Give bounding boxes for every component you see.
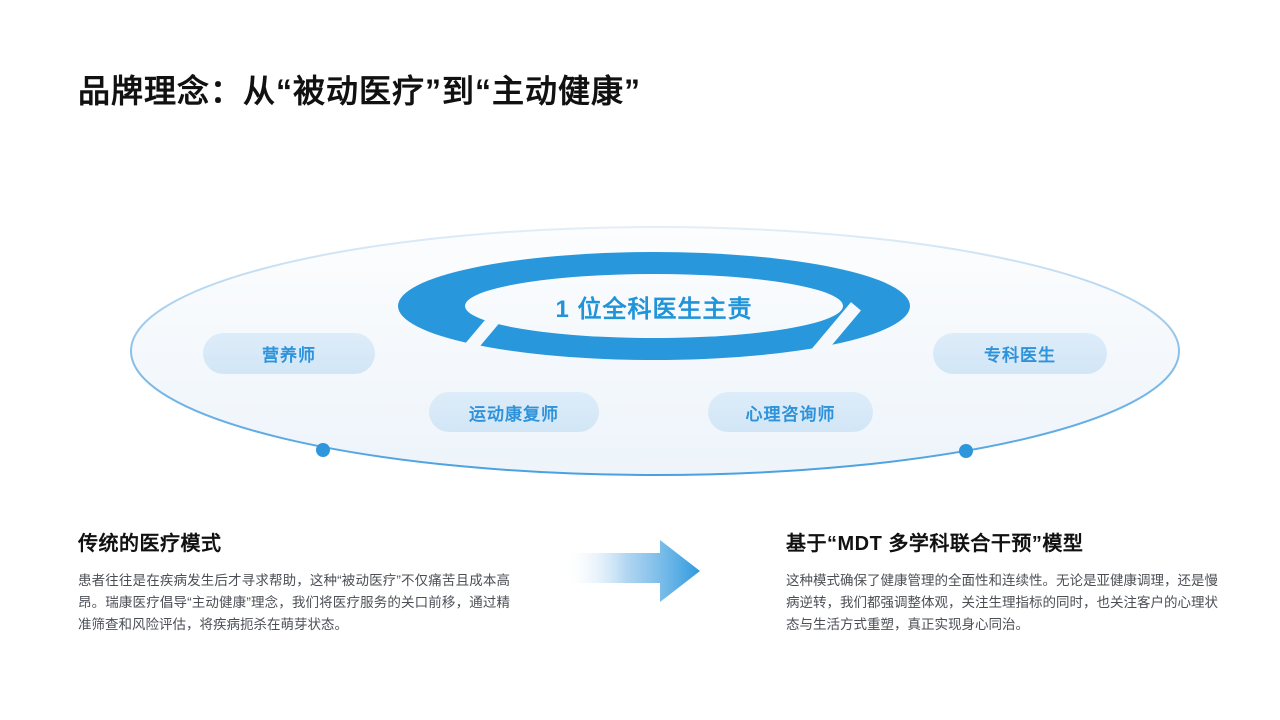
gp-lead-label: 1 位全科医生主责 xyxy=(555,296,753,323)
page-title: 品牌理念：从“被动医疗”到“主动健康” xyxy=(78,73,642,109)
mdt-model-block: 基于“MDT 多学科联合干预”模型 这种模式确保了健康管理的全面性和连续性。无论… xyxy=(786,527,1218,636)
traditional-model-body: 患者往往是在疾病发生后才寻求帮助，这种“被动医疗”不仅痛苦且成本高昂。瑞康医疗倡… xyxy=(78,573,510,632)
role-pill-specialist: 专科医生 xyxy=(933,333,1107,374)
role-pill-label: 运动康复师 xyxy=(469,404,559,424)
orbit-node-left-dot xyxy=(316,443,330,457)
traditional-model-heading: 传统的医疗模式 xyxy=(78,533,222,555)
mdt-model-body: 这种模式确保了健康管理的全面性和连续性。无论是亚健康调理，还是慢病逆转，我们都强… xyxy=(786,573,1218,632)
mdt-model-heading: 基于“MDT 多学科联合干预”模型 xyxy=(786,533,1084,555)
role-pill-label: 营养师 xyxy=(262,346,316,365)
gp-ring xyxy=(388,242,920,372)
role-pill-psych-counselor: 心理咨询师 xyxy=(708,392,873,432)
traditional-model-block: 传统的医疗模式 患者往往是在疾病发生后才寻求帮助，这种“被动医疗”不仅痛苦且成本… xyxy=(78,527,510,636)
right-arrow-icon xyxy=(567,540,700,602)
role-pill-nutritionist: 营养师 xyxy=(203,333,375,374)
role-pill-sports-rehab: 运动康复师 xyxy=(429,392,599,432)
role-pill-label: 心理咨询师 xyxy=(745,404,836,424)
role-pill-label: 专科医生 xyxy=(984,346,1056,365)
orbit-node-right-dot xyxy=(959,444,973,458)
